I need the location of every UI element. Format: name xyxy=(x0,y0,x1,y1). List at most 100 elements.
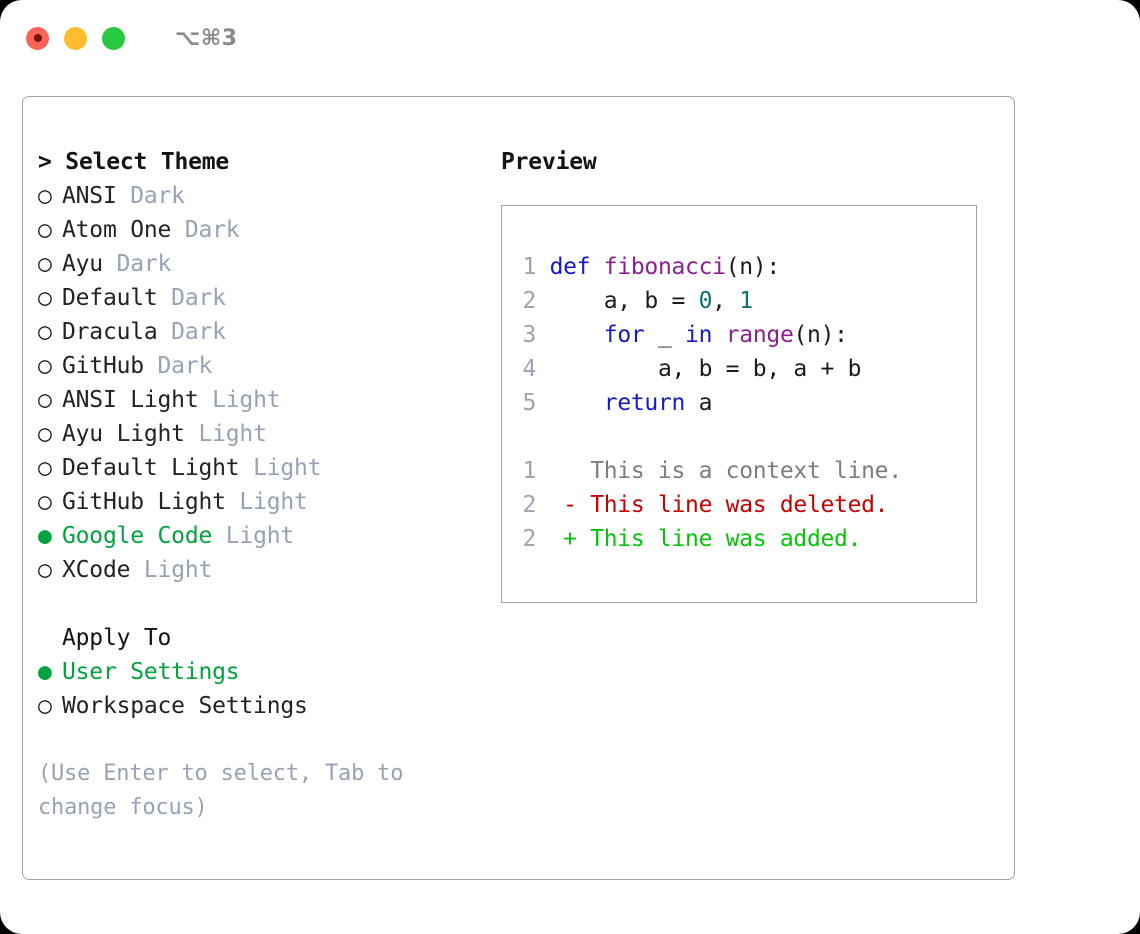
radio-unselected-icon[interactable]: ○ xyxy=(38,489,52,515)
theme-picker-column: > Select Theme ○ANSI Dark○Atom One Dark○… xyxy=(38,145,498,825)
apply-to-option-label: Workspace Settings xyxy=(62,693,308,719)
code-token-pl: a, b = xyxy=(549,288,699,314)
theme-variant-badge: Dark xyxy=(116,183,185,209)
code-token-kw: return xyxy=(603,390,686,416)
gutter-gap xyxy=(536,390,550,416)
code-token-fn: range xyxy=(725,322,794,348)
radio-unselected-icon[interactable]: ○ xyxy=(38,285,52,311)
code-token-num: 1 xyxy=(739,288,753,314)
theme-option-label: Default Light xyxy=(62,455,240,481)
code-token-pl: a xyxy=(685,390,713,416)
code-token-pl: a, b = b, a + b xyxy=(549,356,862,382)
code-token-pl xyxy=(712,322,726,348)
theme-option-label: Ayu Light xyxy=(62,421,185,447)
maximize-button[interactable] xyxy=(102,26,125,50)
theme-list[interactable]: ○ANSI Dark○Atom One Dark○Ayu Dark○Defaul… xyxy=(38,179,498,587)
code-token-kw: for xyxy=(603,322,645,348)
preview-title: Preview xyxy=(501,149,597,175)
diff-line-text: - This line was deleted. xyxy=(536,492,889,518)
keyboard-shortcut-label: ⌥⌘3 xyxy=(175,25,238,51)
theme-option-label: GitHub xyxy=(62,353,144,379)
code-line: 1 def fibonacci(n): xyxy=(520,250,976,284)
diff-line-text: + This line was added. xyxy=(536,526,862,552)
apply-to-option-label: User Settings xyxy=(62,659,240,685)
theme-variant-badge: Light xyxy=(184,421,267,447)
code-token-pl xyxy=(550,390,604,416)
radio-unselected-icon[interactable]: ○ xyxy=(38,183,52,209)
gutter-gap xyxy=(536,288,550,314)
traffic-light-controls xyxy=(26,26,125,50)
code-line: 2 a, b = 0, 1 xyxy=(520,284,976,318)
theme-option-dracula[interactable]: ○Dracula Dark xyxy=(38,315,498,349)
line-number: 1 xyxy=(522,254,536,280)
apply-to-option-workspace-settings[interactable]: ○ Workspace Settings xyxy=(38,689,498,723)
radio-unselected-icon[interactable]: ○ xyxy=(38,387,52,413)
diff-line-del: 2 - This line was deleted. xyxy=(520,488,976,522)
radio-unselected-icon[interactable]: ○ xyxy=(38,353,52,379)
line-number: 4 xyxy=(522,356,536,382)
theme-option-label: Ayu xyxy=(62,251,103,277)
code-token-pl: (n): xyxy=(725,254,781,280)
radio-selected-icon[interactable]: ● xyxy=(38,523,52,549)
diff-sample: 1 This is a context line.2 - This line w… xyxy=(520,454,976,556)
theme-variant-badge: Light xyxy=(130,557,213,583)
theme-option-ansi-light[interactable]: ○ANSI Light Light xyxy=(38,383,498,417)
theme-option-label: GitHub Light xyxy=(62,489,226,515)
theme-option-default[interactable]: ○ Default Dark xyxy=(38,281,498,315)
theme-option-xcode[interactable]: ○XCode Light xyxy=(38,553,498,587)
code-token-kw: in xyxy=(685,322,713,348)
apply-to-header: Apply To xyxy=(62,625,172,651)
theme-option-google-code[interactable]: ●Google Code Light xyxy=(38,519,498,553)
theme-option-label: ANSI xyxy=(62,183,117,209)
code-token-pl xyxy=(550,322,604,348)
minimize-button[interactable] xyxy=(64,26,87,50)
theme-variant-badge: Light xyxy=(239,455,322,481)
gutter-gap xyxy=(536,254,550,280)
theme-variant-badge: Light xyxy=(225,489,308,515)
radio-selected-icon[interactable]: ● xyxy=(38,659,52,685)
theme-option-ayu[interactable]: ○Ayu Dark xyxy=(38,247,498,281)
theme-variant-badge: Dark xyxy=(157,319,226,345)
line-number: 3 xyxy=(522,322,536,348)
radio-unselected-icon[interactable]: ○ xyxy=(38,557,52,583)
select-theme-header: > Select Theme xyxy=(38,149,230,175)
keyboard-hint-text: (Use Enter to select, Tab to change focu… xyxy=(38,761,404,820)
theme-variant-badge: Dark xyxy=(171,217,240,243)
radio-unselected-icon[interactable]: ○ xyxy=(38,251,52,277)
main-panel: > Select Theme ○ANSI Dark○Atom One Dark○… xyxy=(22,96,1015,880)
apply-to-option-user-settings[interactable]: ● User Settings xyxy=(38,655,498,689)
theme-option-ansi[interactable]: ○ ANSI Dark xyxy=(38,179,498,213)
title-bar: ⌥⌘3 xyxy=(0,0,1140,76)
line-number: 5 xyxy=(522,390,536,416)
close-button[interactable] xyxy=(26,26,49,50)
code-line: 5 return a xyxy=(520,386,976,420)
theme-option-github-light[interactable]: ○ GitHub Light Light xyxy=(38,485,498,519)
radio-unselected-icon[interactable]: ○ xyxy=(38,421,52,447)
theme-variant-badge: Light xyxy=(198,387,281,413)
code-token-pl: _ xyxy=(644,322,686,348)
theme-option-label: Default xyxy=(62,285,158,311)
radio-unselected-icon[interactable]: ○ xyxy=(38,693,52,719)
line-number: 2 xyxy=(522,288,536,314)
code-token-kw: def xyxy=(549,254,604,280)
apply-to-list[interactable]: ● User Settings ○ Workspace Settings xyxy=(38,655,498,723)
code-line: 3 for _ in range(n): xyxy=(520,318,976,352)
theme-option-atom-one[interactable]: ○Atom One Dark xyxy=(38,213,498,247)
code-diff-gap xyxy=(520,420,976,454)
theme-variant-badge: Light xyxy=(212,523,295,549)
radio-unselected-icon[interactable]: ○ xyxy=(38,217,52,243)
theme-option-default-light[interactable]: ○ Default Light Light xyxy=(38,451,498,485)
preview-column: Preview 1 def fibonacci(n):2 a, b = 0, 1… xyxy=(501,145,991,603)
theme-option-github[interactable]: ○GitHub Dark xyxy=(38,349,498,383)
code-token-fn: fibonacci xyxy=(603,254,726,280)
theme-variant-badge: Dark xyxy=(157,285,226,311)
radio-unselected-icon[interactable]: ○ xyxy=(38,319,52,345)
list-spacer xyxy=(38,587,498,621)
radio-unselected-icon[interactable]: ○ xyxy=(38,455,52,481)
theme-option-ayu-light[interactable]: ○ Ayu Light Light xyxy=(38,417,498,451)
gutter-gap xyxy=(536,356,550,382)
code-token-pl: (n): xyxy=(793,322,849,348)
